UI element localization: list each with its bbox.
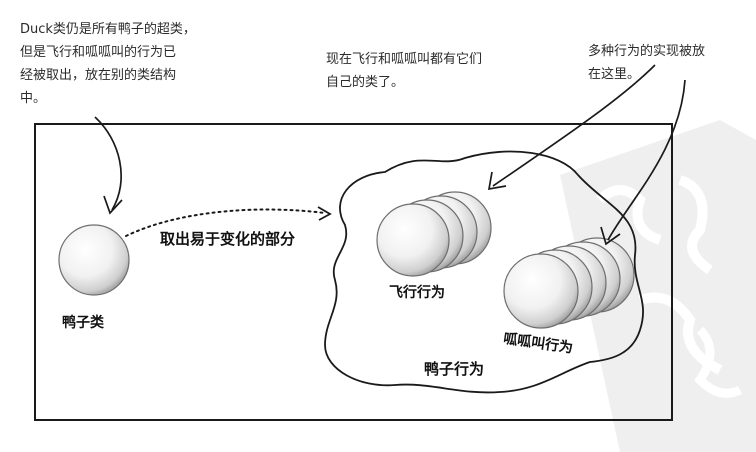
annotation-own-classes: 现在飞行和呱呱叫都有它们 自己的类了。 xyxy=(326,52,483,90)
behaviors-group-label: 鸭子行为 xyxy=(424,360,485,378)
frame-box xyxy=(34,123,673,421)
duck-class-label: 鸭子类 xyxy=(62,315,104,331)
duck-class-ball xyxy=(58,224,130,296)
callout-arrow-fly xyxy=(492,64,656,187)
callout-arrow-duck xyxy=(94,116,123,211)
quack-behavior-stack xyxy=(503,237,635,329)
fly-behavior-label: 飞行行为 xyxy=(389,285,445,301)
behaviors-blob xyxy=(324,150,644,394)
callout-arrow-quack xyxy=(607,79,686,241)
annotation-implementations: 多种行为的实现被放 在这里。 xyxy=(588,44,706,82)
extract-arrow xyxy=(125,208,326,237)
annotation-superclass: Duck类仍是所有鸭子的超类， 但是飞行和呱呱叫的行为已 经被取出，放在别的类结… xyxy=(20,22,196,106)
fly-behavior-stack xyxy=(376,191,492,277)
extract-arrow-label: 取出易于变化的部分 xyxy=(160,230,296,248)
